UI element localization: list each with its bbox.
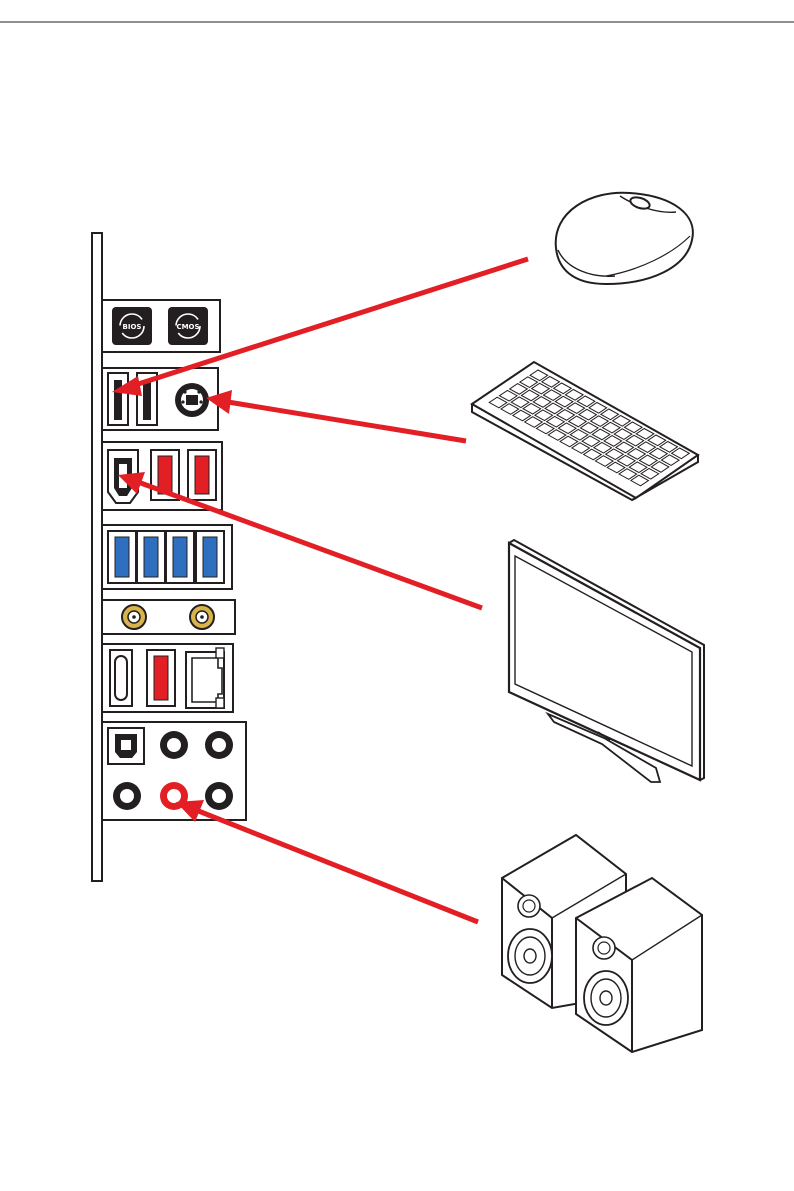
audio-jack-2[interactable] (205, 731, 233, 759)
bios-label: BIOS (123, 323, 142, 331)
optical-out-port[interactable] (108, 728, 144, 764)
audio-jack-1[interactable] (160, 731, 188, 759)
antenna-connector-2[interactable] (190, 605, 214, 629)
keyboard-to-ps2-arrow (206, 390, 466, 441)
usb3-row (102, 525, 232, 589)
io-shield (92, 233, 102, 881)
monitor-icon (509, 540, 704, 782)
cmos-label: CMOS (176, 323, 199, 331)
ps2-port[interactable] (175, 383, 209, 417)
keyboard-icon (472, 362, 698, 500)
bios-flashback-button[interactable]: BIOS (112, 307, 152, 345)
antenna-connector-1[interactable] (122, 605, 146, 629)
usb2-port-1[interactable] (108, 373, 128, 425)
usb-red-port-2[interactable] (188, 450, 216, 500)
usb-c-port[interactable] (110, 650, 132, 706)
audio-jack-3[interactable] (113, 782, 141, 810)
usbc-lan-row (102, 644, 233, 712)
audio-jack-4[interactable] (205, 782, 233, 810)
connection-arrows (112, 259, 528, 922)
usb-red-port-3[interactable] (147, 650, 175, 706)
audio-row (102, 722, 246, 820)
button-block: BIOS CMOS (102, 300, 220, 352)
speakers-icon (502, 835, 702, 1052)
usb3-port-2[interactable] (137, 531, 165, 583)
usb3-port-4[interactable] (196, 531, 224, 583)
io-shield-edge (92, 233, 102, 881)
usb3-port-3[interactable] (166, 531, 194, 583)
mouse-icon (556, 193, 693, 284)
wifi-antenna-row (102, 600, 235, 634)
clear-cmos-button[interactable]: CMOS (168, 307, 208, 345)
speakers-to-audio-arrow (176, 800, 478, 922)
usb3-port-1[interactable] (108, 531, 136, 583)
lan-port[interactable] (186, 648, 224, 708)
